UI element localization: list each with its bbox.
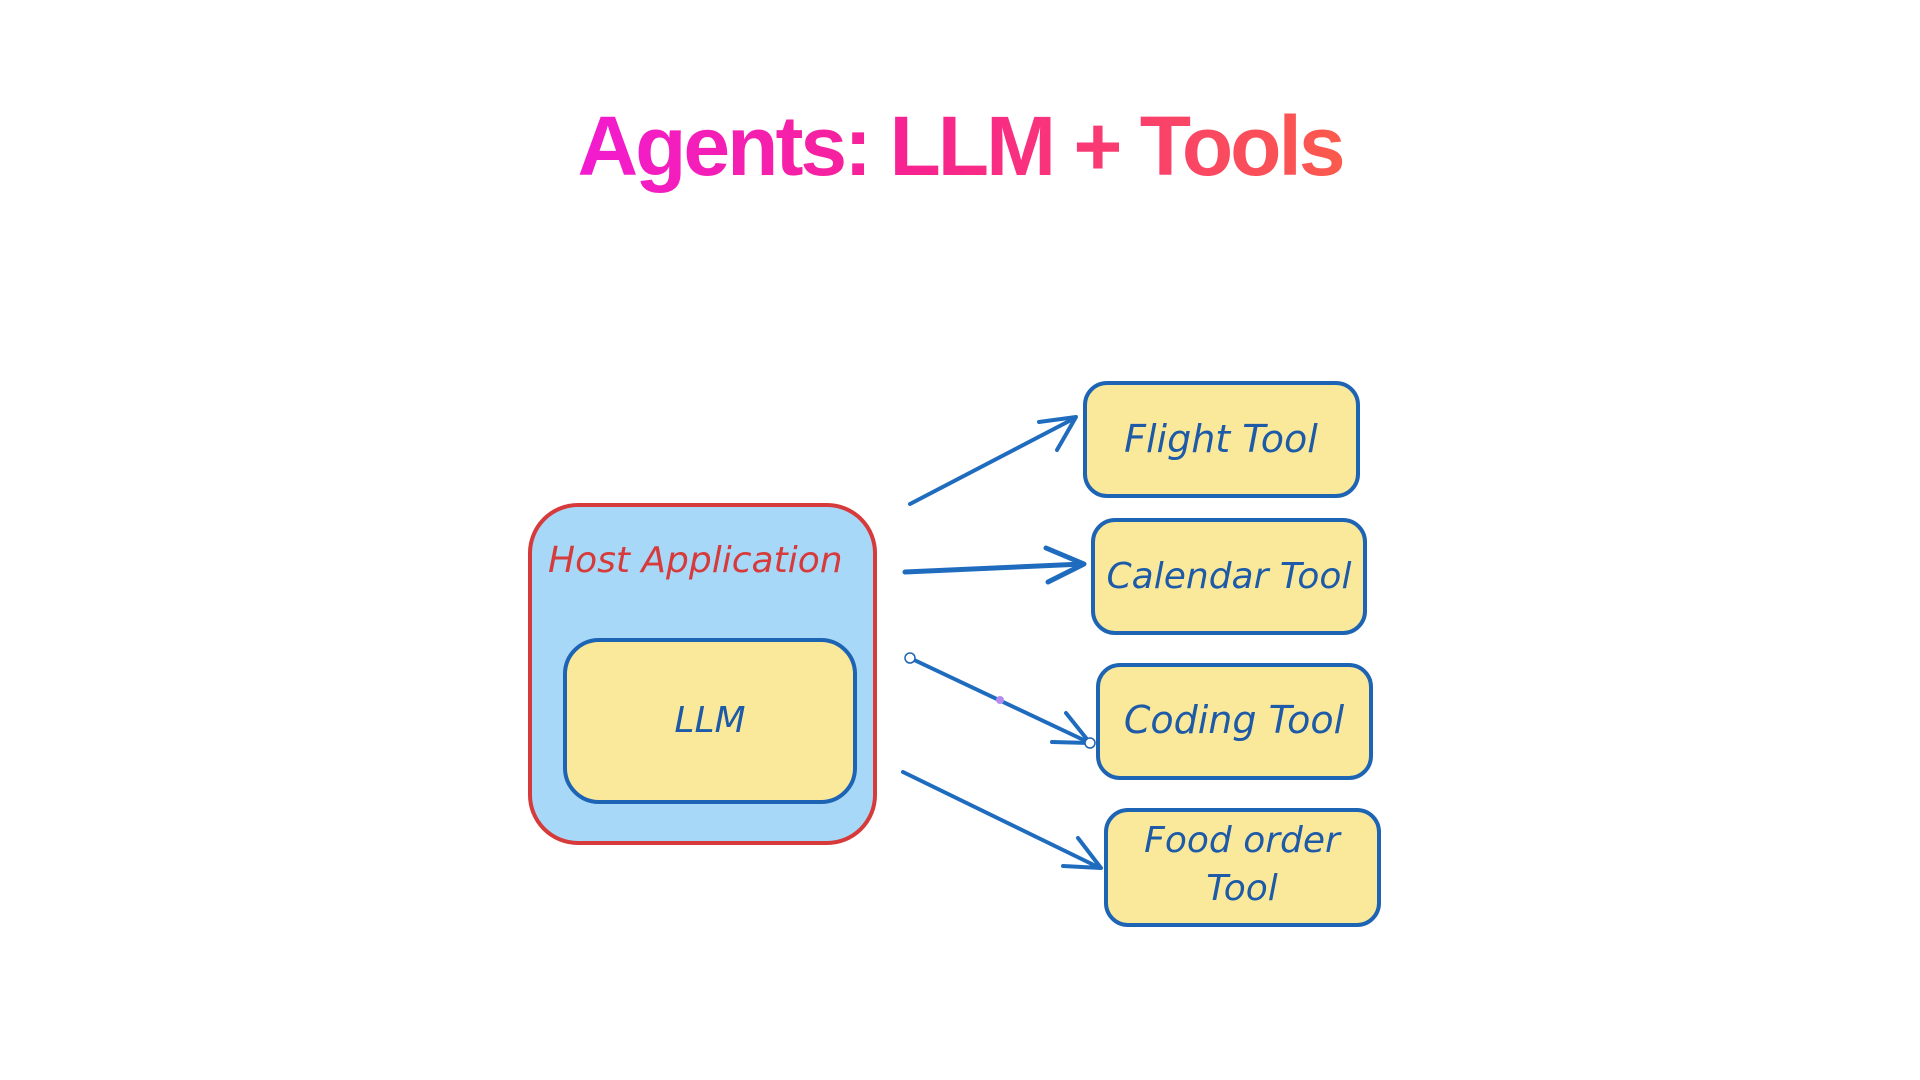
tool-shape bbox=[1096, 663, 1373, 780]
tool-label: Coding Tool bbox=[1124, 698, 1345, 742]
tool-shape bbox=[1091, 518, 1367, 635]
arrow-to-flight bbox=[908, 415, 1078, 506]
page-title: Agents: LLM + Tools bbox=[577, 99, 1345, 193]
tool-shape bbox=[1083, 381, 1360, 498]
tool-box-coding: Coding Tool bbox=[1096, 663, 1373, 780]
tool-label: Flight Tool bbox=[1124, 417, 1318, 461]
tool-box-calendar: Calendar Tool bbox=[1091, 518, 1367, 635]
arrow-handle-mid bbox=[996, 696, 1004, 704]
tool-box-food-order: Food order Tool bbox=[1104, 808, 1381, 927]
arrow-handle-start bbox=[904, 652, 916, 664]
llm-box: LLM bbox=[563, 638, 857, 804]
arrow-to-food-order bbox=[901, 770, 1103, 870]
llm-shape bbox=[563, 638, 857, 804]
tool-label: Food order bbox=[1144, 820, 1342, 861]
llm-label: LLM bbox=[674, 700, 745, 741]
tool-label: Calendar Tool bbox=[1107, 556, 1352, 597]
tool-shape bbox=[1104, 808, 1381, 927]
tool-label: Tool bbox=[1206, 868, 1278, 909]
arrow-handle-end bbox=[1084, 737, 1096, 749]
tool-box-flight: Flight Tool bbox=[1083, 381, 1360, 498]
arrow-to-coding bbox=[904, 652, 1096, 749]
arrow-to-calendar bbox=[902, 545, 1087, 585]
host-application-label: Host Application bbox=[548, 540, 843, 581]
